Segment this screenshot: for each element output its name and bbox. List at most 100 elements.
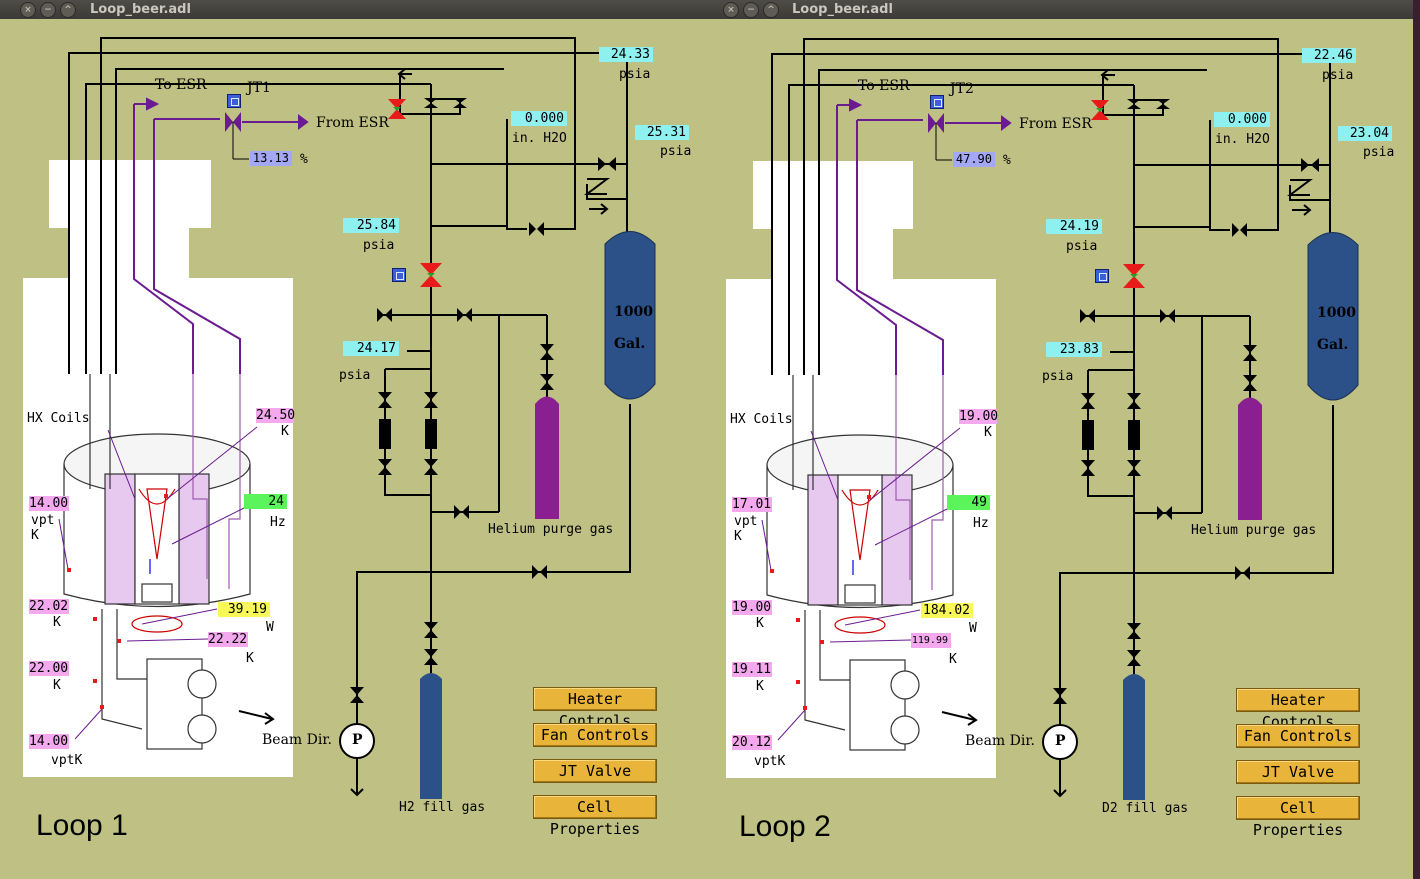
piping-diagram [761,38,1359,800]
cell-properties-button[interactable]: Cell Properties [533,795,657,838]
minimize-button[interactable]: − [743,2,759,18]
right-temp-2-readout: 119.99 [911,633,951,648]
h2o-unit: in. H2O [512,131,567,146]
to-esr-label: To ESR [155,77,207,93]
percent-unit: % [300,152,308,167]
tank-volume: 1000 [614,304,653,320]
hx-temp-readout: 24.50 [256,408,296,423]
maximize-button[interactable]: ^ [763,2,779,18]
beam-dir-label: Beam Dir. [262,732,332,748]
cell-properties-button[interactable]: Cell Properties [1236,796,1360,839]
from-esr-label: From ESR [1019,116,1092,132]
jt-valve-button[interactable]: JT Valve [533,759,657,783]
low-pressure-readout: 24.17 [343,341,399,356]
vpt-bottom-readout: 14.00 [29,734,69,749]
tank-pressure-unit: psia [660,144,692,159]
heater-controls-button[interactable]: Heater Controls [533,687,657,730]
h2o-pressure-readout: 0.000 [511,111,567,126]
tank-pressure-unit: psia [1363,145,1395,160]
top-pressure-unit: psia [1322,68,1354,83]
jt-percent-readout: 47.90 [953,152,995,167]
heater-power-unit: W [969,621,977,636]
fill-gas-label: D2 fill gas [1102,801,1189,816]
right-temp-2-unit: K [246,651,254,666]
dewar-neck [69,224,189,279]
fan-hz-unit: Hz [973,516,989,531]
beam-dir-label: Beam Dir. [965,733,1035,749]
low-pressure-readout: 23.83 [1046,342,1102,357]
heater-power-unit: W [266,620,274,635]
fan-hz-readout: 24 [244,494,287,509]
left-temp-1-readout: 19.00 [732,600,772,615]
vpt-top-unit: vpt [734,514,758,529]
vpt-top-k-unit: K [31,528,39,543]
titlebar: × − ^ Loop_beer.adl [0,0,710,19]
tank-volume-unit: Gal. [1317,337,1349,353]
from-esr-label: From ESR [316,115,389,131]
left-temp-2-readout: 19.11 [732,662,772,677]
heater-controls-button[interactable]: Heater Controls [1236,688,1360,731]
h2o-unit: in. H2O [1215,132,1270,147]
vpt-top-k-unit: K [734,529,742,544]
low-pressure-unit: psia [1042,369,1074,384]
mid-pressure-unit: psia [1066,239,1098,254]
jt-label: JT2 [950,81,974,97]
jt-valve-toggle[interactable] [227,94,241,108]
top-pressure-readout: 24.33 [599,47,653,62]
heater-power-readout: 39.19 [218,602,270,617]
piping-diagram [58,37,656,799]
jt-percent-readout: 13.13 [250,151,292,166]
right-temp-2-readout: 22.22 [208,632,248,647]
hx-coils-label: HX Coils [730,412,793,427]
top-pressure-unit: psia [619,67,651,82]
hx-temp-readout: 19.00 [959,409,999,424]
loop-panel: To ESR JT1 From ESR 13.13 % 24.33 psia 0… [7,19,703,872]
hx-temp-unit: K [281,424,289,439]
left-temp-2-readout: 22.00 [29,661,69,676]
tank-volume: 1000 [1317,305,1356,321]
left-temp-1-unit: K [756,616,764,631]
maximize-button[interactable]: ^ [60,2,76,18]
mid-valve-toggle[interactable] [1095,269,1109,283]
tank-pressure-readout: 25.31 [635,125,689,140]
fan-controls-button[interactable]: Fan Controls [1236,724,1360,748]
window-title: Loop_beer.adl [792,2,893,17]
dewar-neck [773,225,893,280]
vpt-bottom-unit: vptK [51,753,83,768]
mid-valve-toggle[interactable] [392,268,406,282]
jt-valve-toggle[interactable] [930,95,944,109]
hx-coils-label: HX Coils [27,411,90,426]
loop-label: Loop 2 [739,810,831,843]
vpt-bottom-readout: 20.12 [732,735,772,750]
hx-temp-unit: K [984,425,992,440]
low-pressure-unit: psia [339,368,371,383]
purge-gas-label: Helium purge gas [488,522,614,537]
fan-controls-button[interactable]: Fan Controls [533,723,657,747]
fan-hz-unit: Hz [270,515,286,530]
jt-valve-button[interactable]: JT Valve [1236,760,1360,784]
close-button[interactable]: × [20,2,36,18]
window-loop-1: × − ^ Loop_beer.adl [0,0,710,879]
heater-power-readout: 184.02 [921,603,973,618]
dewar-top-cap [753,161,913,229]
to-esr-label: To ESR [858,78,910,94]
fan-hz-readout: 49 [947,495,990,510]
left-temp-1-unit: K [53,615,61,630]
percent-unit: % [1003,153,1011,168]
titlebar: × − ^ Loop_beer.adl [710,0,1413,19]
vpt-top-readout: 17.01 [732,497,772,512]
dewar-top-cap [49,160,211,228]
window-loop-2: × − ^ Loop_beer.adl [710,0,1413,879]
minimize-button[interactable]: − [40,2,56,18]
loop-label: Loop 1 [36,809,128,842]
purge-gas-label: Helium purge gas [1191,523,1317,538]
pump-label: P [1055,733,1066,749]
window-title: Loop_beer.adl [90,2,191,17]
left-temp-2-unit: K [756,679,764,694]
tank-volume-unit: Gal. [614,336,646,352]
fill-gas-label: H2 fill gas [399,800,486,815]
close-button[interactable]: × [723,2,739,18]
left-temp-1-readout: 22.02 [29,599,69,614]
right-temp-2-unit: K [949,652,957,667]
left-temp-2-unit: K [53,678,61,693]
